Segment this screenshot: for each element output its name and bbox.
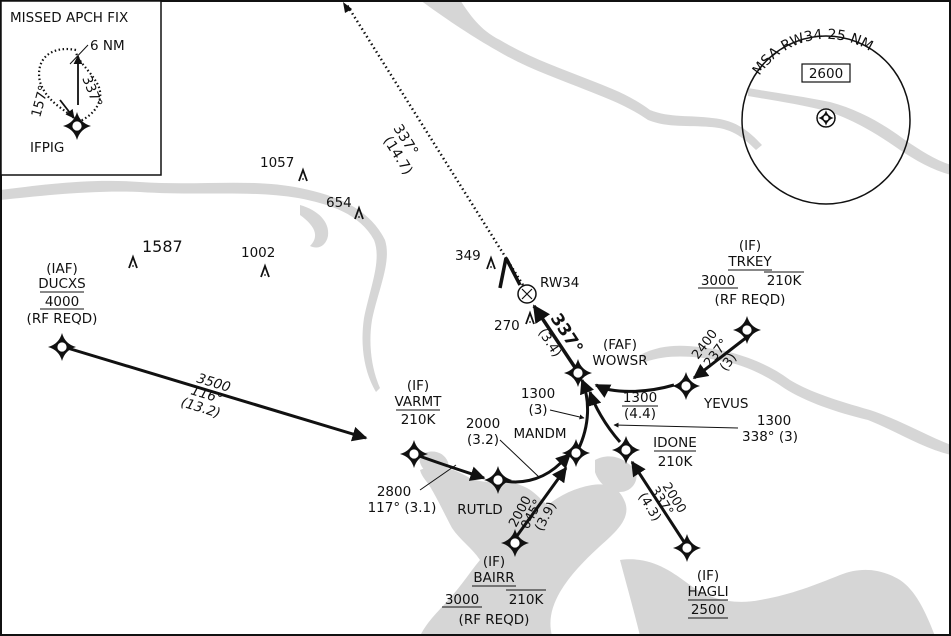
svg-text:TRKEY: TRKEY (727, 254, 772, 270)
obstacle-270: 270 (494, 318, 520, 334)
yevus-name: YEVUS (703, 396, 748, 412)
idone-wowsr-leg (586, 390, 622, 443)
trkey-label: (IF) TRKEY 3000 210K (RF REQD) (698, 238, 804, 308)
obstacle-icon (128, 256, 138, 269)
mandm-wowsr-leg (576, 378, 594, 451)
svg-text:3000: 3000 (701, 273, 735, 289)
mandm-leg-dist: (3) (528, 402, 547, 418)
obstacle-icon (486, 257, 496, 270)
missed-fix-name: IFPIG (30, 140, 64, 156)
idone-leg-crs: 338° (3) (742, 429, 798, 445)
svg-text:(RF REQD): (RF REQD) (27, 311, 98, 327)
svg-text:(IF): (IF) (697, 568, 719, 584)
obstacle-1587: 1587 (142, 237, 183, 256)
svg-text:210K: 210K (401, 412, 437, 428)
svg-text:210K: 210K (509, 592, 545, 608)
svg-text:4000: 4000 (45, 294, 79, 310)
mandm-name: MANDM (513, 426, 566, 442)
bairr-label: (IF) BAIRR 3000 210K (RF REQD) (442, 554, 546, 628)
svg-text:(RF REQD): (RF REQD) (715, 292, 786, 308)
rutld-name: RUTLD (457, 502, 502, 518)
yevus-wowsr-leg (594, 383, 675, 398)
missed-approach-inset: MISSED APCH FIX 6 NM 337° 157° IFPIG (0, 0, 162, 176)
svg-text:(IF): (IF) (407, 378, 429, 394)
svg-text:(RF REQD): (RF REQD) (459, 612, 530, 628)
svg-text:(IAF): (IAF) (46, 261, 78, 277)
rutld-mandm-dist: (3.2) (467, 432, 499, 448)
idone-leg-alt: 1300 (757, 413, 791, 429)
varmt-label: (IF) VARMT 210K (395, 378, 443, 428)
svg-text:HAGLI: HAGLI (687, 584, 728, 600)
obstacle-349: 349 (455, 248, 481, 264)
svg-text:2500: 2500 (691, 602, 725, 618)
rutld-leg-crs: 117° (3.1) (368, 500, 437, 516)
svg-text:VARMT: VARMT (395, 394, 443, 410)
obstacle-1002: 1002 (241, 245, 275, 261)
obstacle-654: 654 (326, 195, 352, 211)
mandm-leg-alt: 1300 (521, 386, 555, 402)
yevus-leg-dist: (4.4) (624, 406, 656, 422)
missed-approach-track (345, 4, 525, 286)
msa-center-vortac-icon (816, 108, 836, 128)
wowsr-role: (FAF) (603, 337, 637, 353)
yevus-leg-alt: 1300 (623, 390, 657, 406)
runway-34: RW34 (498, 257, 579, 304)
svg-text:3000: 3000 (445, 592, 479, 608)
obstacle-icon (298, 169, 308, 182)
obstacle-icon (525, 312, 535, 325)
fix-wowsr (563, 358, 593, 388)
rutld-mandm-alt: 2000 (466, 416, 500, 432)
obstacles: 1057 654 1587 1002 349 270 (128, 155, 535, 334)
ducxs-leg (63, 345, 368, 442)
obstacle-icon (260, 265, 270, 278)
missed-dist: 6 NM (90, 38, 125, 54)
bairr-mandm-leg (512, 466, 568, 541)
msa-alt-box (801, 63, 851, 83)
fix-ducxs (47, 332, 77, 362)
fix-trkey (732, 315, 762, 345)
idone-name: IDONE (653, 435, 697, 451)
wowsr-name: WOWSR (592, 353, 647, 369)
svg-text:(IF): (IF) (483, 554, 505, 570)
msa-alt: 2600 (809, 66, 843, 82)
svg-text:(IF): (IF) (739, 238, 761, 254)
msa-circle: MSA RW34 25 NM 2600 (741, 27, 911, 205)
svg-text:DUCXS: DUCXS (38, 276, 86, 292)
missed-title: MISSED APCH FIX (10, 10, 128, 26)
final-approach-course (532, 304, 580, 373)
hagli-idone-leg (630, 460, 688, 546)
svg-text:210K: 210K (767, 273, 803, 289)
obstacle-1057: 1057 (260, 155, 294, 171)
runway-label: RW34 (540, 275, 579, 291)
hagli-label: (IF) HAGLI 2500 (687, 568, 729, 619)
fix-hagli (672, 533, 702, 563)
fix-mandm (561, 438, 591, 468)
svg-text:BAIRR: BAIRR (473, 570, 514, 586)
ducxs-label: (IAF) DUCXS 4000 (RF REQD) (27, 261, 98, 327)
idone-spd: 210K (658, 454, 694, 470)
rutld-leg-alt: 2800 (377, 484, 411, 500)
